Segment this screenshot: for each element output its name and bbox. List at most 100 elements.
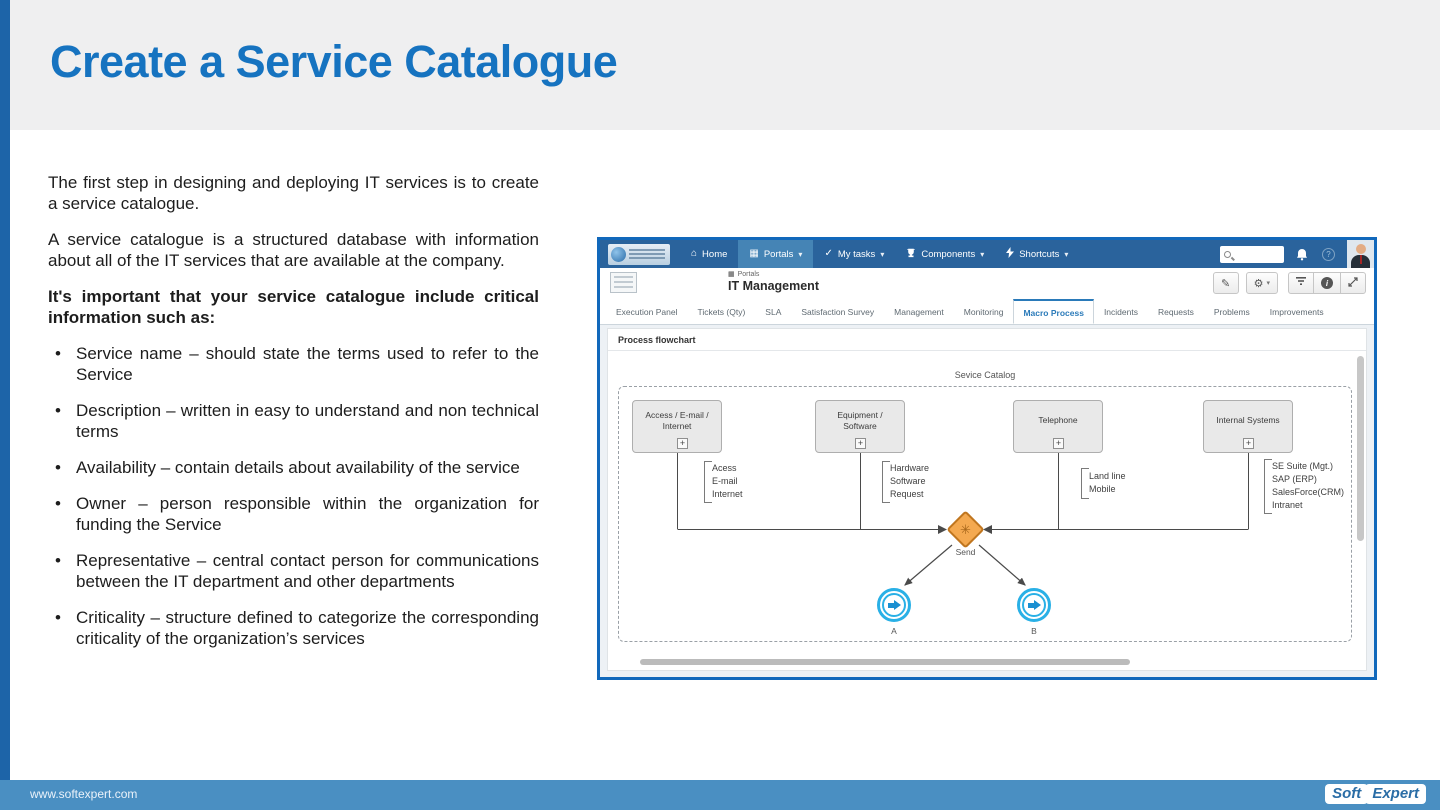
brand-soft: Soft (1325, 784, 1369, 804)
nav-label: My tasks (837, 248, 876, 260)
event-label-b: B (1031, 626, 1037, 636)
arrow-icon (1027, 602, 1034, 608)
nav-label: Home (702, 248, 728, 260)
gear-icon: ⚙ (1253, 277, 1264, 290)
trophy-icon (906, 248, 916, 261)
nav-label: Portals (763, 248, 794, 260)
body-text-column: The first step in designing and deployin… (48, 172, 539, 664)
notifications-bell-icon[interactable] (1296, 248, 1308, 261)
pencil-icon: ✎ (1221, 277, 1231, 290)
avatar[interactable] (1347, 240, 1374, 268)
expand-button[interactable] (1340, 272, 1366, 294)
portal-thumbnail[interactable] (610, 272, 637, 293)
list-item: Representative – central contact person … (48, 550, 539, 592)
nav-item-my-tasks[interactable]: ✓ My tasks ▾ (813, 240, 895, 268)
annotation-hardware: Hardware Software Request (890, 463, 930, 499)
left-accent-bar (0, 0, 10, 780)
horizontal-scrollbar[interactable] (640, 659, 1130, 665)
tab-improvements[interactable]: Improvements (1269, 307, 1324, 317)
expand-plus-icon[interactable]: + (1053, 438, 1064, 449)
check-icon: ✓ (824, 248, 833, 259)
filter-icon (1296, 277, 1306, 289)
event-label-a: A (891, 626, 897, 636)
filter-button[interactable] (1288, 272, 1314, 294)
tab-monitoring[interactable]: Monitoring (963, 307, 1004, 317)
settings-button[interactable]: ⚙ ▾ (1245, 272, 1278, 294)
list-item: Criticality – structure defined to categ… (48, 607, 539, 649)
nav-item-portals[interactable]: ▦ Portals ▾ (738, 240, 814, 268)
help-icon[interactable]: ? (1322, 247, 1335, 261)
list-item: Service name – should state the terms us… (48, 343, 539, 385)
grid-icon: ▦ (728, 271, 735, 278)
arrow-icon (887, 602, 894, 608)
annotation-access: Acess E-mail Internet (712, 463, 743, 499)
expand-plus-icon[interactable]: + (677, 438, 688, 449)
logo-globe-icon (611, 246, 626, 262)
expand-plus-icon[interactable]: + (1243, 438, 1254, 449)
chevron-down-icon: ▾ (798, 249, 803, 259)
search-input[interactable] (1220, 245, 1284, 263)
toolbar-button-group: i (1278, 272, 1366, 294)
page-title: Create a Service Catalogue (50, 36, 618, 87)
home-icon: ⌂ (691, 248, 698, 259)
annotation-bracket (882, 461, 890, 503)
tab-problems[interactable]: Problems (1213, 307, 1250, 317)
list-item: Description – written in easy to underst… (48, 400, 539, 442)
app-toolbar: ▦ Portals IT Management ✎ ⚙ ▾ (600, 268, 1374, 298)
bullet-list: Service name – should state the terms us… (48, 343, 539, 649)
header-band (0, 0, 1440, 130)
navbar-right-cluster: ? (1220, 240, 1374, 268)
nav-item-home[interactable]: ⌂ Home (680, 240, 738, 268)
info-button[interactable]: i (1313, 272, 1341, 294)
portal-title: IT Management (728, 279, 819, 293)
emphasis-paragraph: It's important that your service catalog… (48, 287, 539, 327)
tab-execution-panel[interactable]: Execution Panel (616, 307, 678, 317)
tab-management[interactable]: Management (894, 307, 944, 317)
tab-satisfaction-survey[interactable]: Satisfaction Survey (801, 307, 875, 317)
annotation-telephone: Land line Mobile (1089, 471, 1126, 494)
footer-url: www.softexpert.com (30, 787, 138, 801)
chevron-down-icon: ▾ (1064, 249, 1069, 259)
link-event-a[interactable] (877, 588, 911, 622)
softexpert-logo[interactable] (608, 243, 670, 265)
brand-expert: Expert (1365, 784, 1426, 804)
link-event-b[interactable] (1017, 588, 1051, 622)
tab-incidents[interactable]: Incidents (1103, 307, 1138, 317)
nav-label: Shortcuts (1019, 248, 1060, 260)
tab-macro-process[interactable]: Macro Process (1013, 299, 1094, 324)
chevron-down-icon: ▾ (980, 249, 985, 259)
tab-tickets-qty[interactable]: Tickets (Qty) (697, 307, 746, 317)
search-icon (1224, 250, 1231, 258)
chevron-down-icon: ▾ (1266, 280, 1270, 287)
list-item: Owner – person responsible within the or… (48, 493, 539, 535)
vertical-scrollbar[interactable] (1357, 356, 1364, 541)
edit-button[interactable]: ✎ (1212, 272, 1239, 294)
logo-wordmark (629, 248, 665, 260)
nav-label: Components (921, 248, 976, 260)
expand-icon (1348, 276, 1358, 290)
asterisk-icon: ✳ (960, 522, 971, 537)
chevron-down-icon: ▾ (880, 249, 885, 259)
flowchart-group-boundary (618, 386, 1352, 642)
tab-sla[interactable]: SLA (765, 307, 782, 317)
paragraph: The first step in designing and deployin… (48, 173, 539, 213)
nav-item-shortcuts[interactable]: Shortcuts ▾ (995, 240, 1079, 268)
expand-plus-icon[interactable]: + (855, 438, 866, 449)
annotation-bracket (1081, 468, 1089, 499)
portals-icon: ▦ (749, 248, 759, 259)
avatar-head (1355, 244, 1366, 254)
nav-item-components[interactable]: Components ▾ (895, 240, 995, 268)
breadcrumb: ▦ Portals IT Management (728, 270, 819, 294)
annotation-bracket (704, 461, 712, 503)
toolbar-buttons: ✎ ⚙ ▾ i (1212, 272, 1366, 294)
info-icon: i (1321, 277, 1333, 289)
app-navbar: ⌂ Home ▦ Portals ▾ ✓ My tasks ▾ Componen… (600, 240, 1374, 268)
softexpert-app-window: ⌂ Home ▦ Portals ▾ ✓ My tasks ▾ Componen… (597, 237, 1377, 680)
tab-requests[interactable]: Requests (1157, 307, 1194, 317)
flowchart-group-label: Sevice Catalog (954, 370, 1016, 380)
avatar-tie (1359, 255, 1362, 264)
list-item: Availability – contain details about ava… (48, 457, 539, 478)
